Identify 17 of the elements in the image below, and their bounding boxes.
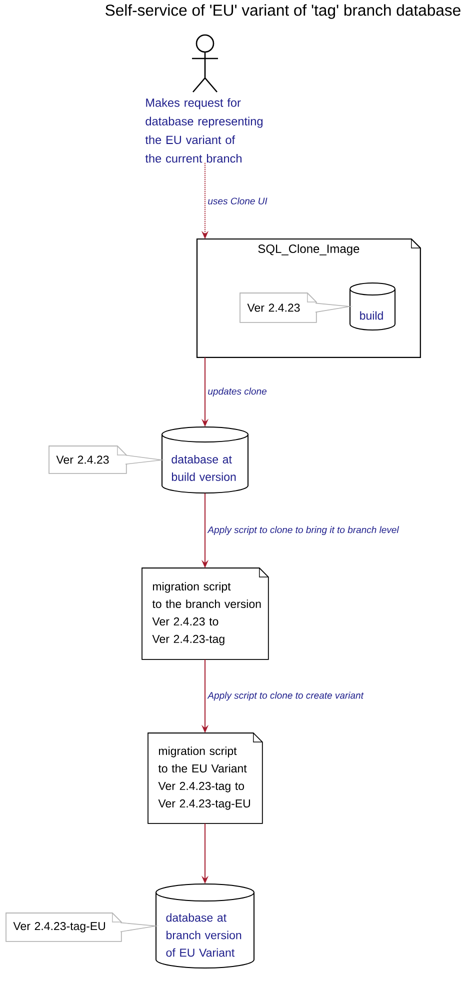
database-cylinder: build xyxy=(350,282,396,330)
diagram-title: Self-service of 'EU' variant of 'tag' branch database xyxy=(106,4,460,19)
callout-pointer xyxy=(120,922,159,932)
callout-note: Ver 2.4.23-tag-EU xyxy=(6,912,122,942)
note-box: migration script to the branch version Ver 2.4.23 to Ver 2.4.23-tag xyxy=(142,568,269,660)
callout-pointer xyxy=(125,454,166,465)
callout-note: Ver 2.4.23 xyxy=(48,446,127,474)
callout-pointer xyxy=(315,302,353,313)
edge-label: Apply script to clone to bring it to branch level xyxy=(206,525,400,536)
edge-label: Apply script to clone to create variant xyxy=(206,690,364,702)
actor-label: Makes request for database representing the EU variant of the current branch xyxy=(145,98,262,163)
edge-label: updates clone xyxy=(206,386,268,398)
callout-note: Ver 2.4.23 xyxy=(240,292,317,323)
database-cylinder: database at branch version of EU Variant xyxy=(156,884,254,968)
note-box: migration script to the EU Variant Ver 2.4.23-tag to Ver 2.4.23-tag-EU xyxy=(148,732,263,824)
edge-label: uses Clone UI xyxy=(206,196,268,206)
database-cylinder: database at build version xyxy=(162,426,248,494)
